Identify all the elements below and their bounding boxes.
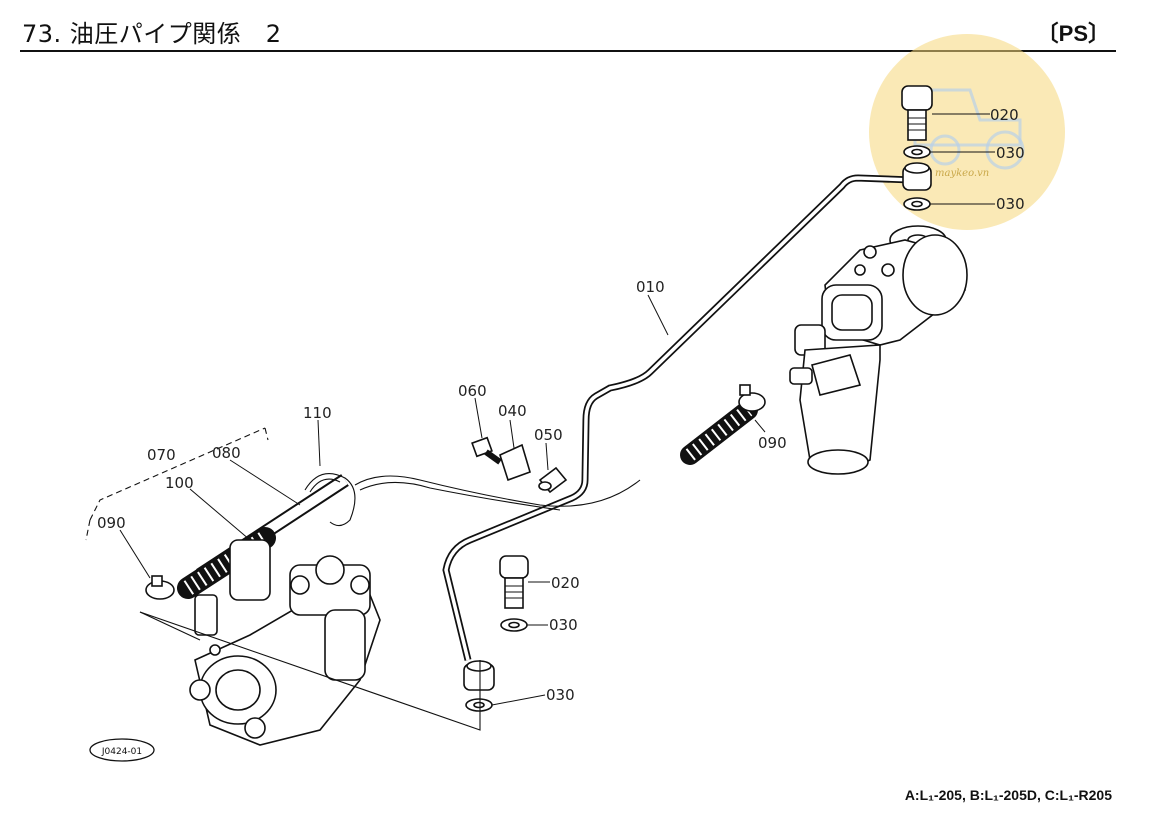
callout-020-lower: 020: [551, 574, 580, 592]
applicable-models: A:L₁-205, B:L₁-205D, C:L₁-R205: [904, 787, 1112, 803]
bolt-060: [471, 436, 502, 465]
washer-030-upper-b: [903, 197, 931, 211]
callout-030-lower-b: 030: [546, 686, 575, 704]
banjo-bolt-020-upper: [901, 85, 933, 141]
watermark-logo: maykeo.vn: [869, 34, 1065, 230]
callout-070: 070: [147, 446, 176, 464]
washer-030-upper-a: [903, 145, 931, 159]
banjo-bolt-020-lower: [499, 555, 529, 609]
callout-030-upper-a: 030: [996, 144, 1025, 162]
corrugated-hose-100: [177, 400, 758, 599]
callout-080: 080: [212, 444, 241, 462]
figure-code-badge: J0424-01: [89, 738, 155, 762]
figure-code: J0424-01: [101, 747, 142, 757]
steering-valve-unit: [789, 225, 968, 475]
callout-090-left: 090: [97, 514, 126, 532]
watermark-text: maykeo.vn: [935, 168, 989, 179]
steering-pump-unit: [189, 539, 381, 746]
leader-lines: [119, 113, 995, 706]
callout-030-upper-b: 030: [996, 195, 1025, 213]
title-underline: [20, 50, 1116, 52]
section-code: 〔PS〕: [1036, 21, 1110, 46]
spacer-050: [538, 466, 568, 494]
callout-030-lower-a: 030: [549, 616, 578, 634]
hose-clamp-090-right: [738, 384, 766, 412]
callout-040: 040: [498, 402, 527, 420]
callout-060: 060: [458, 382, 487, 400]
pipe-010: [442, 174, 913, 661]
callout-100: 100: [165, 474, 194, 492]
callout-110: 110: [303, 404, 332, 422]
page-title: 73. 油圧パイプ関係 2: [22, 20, 282, 48]
assembly-outline: [85, 427, 481, 731]
banjo-fitting-lower: [463, 660, 495, 691]
washer-030-lower-b: [465, 698, 493, 712]
bracket-040: [499, 443, 531, 482]
callout-050: 050: [534, 426, 563, 444]
clamp-110: [304, 473, 356, 527]
washer-030-lower-a: [500, 618, 528, 632]
hose-clamp-090-left: [145, 575, 175, 600]
callout-010: 010: [636, 278, 665, 296]
banjo-fitting-upper: [902, 162, 932, 191]
callout-020-upper: 020: [990, 106, 1019, 124]
callout-090-right: 090: [758, 434, 787, 452]
